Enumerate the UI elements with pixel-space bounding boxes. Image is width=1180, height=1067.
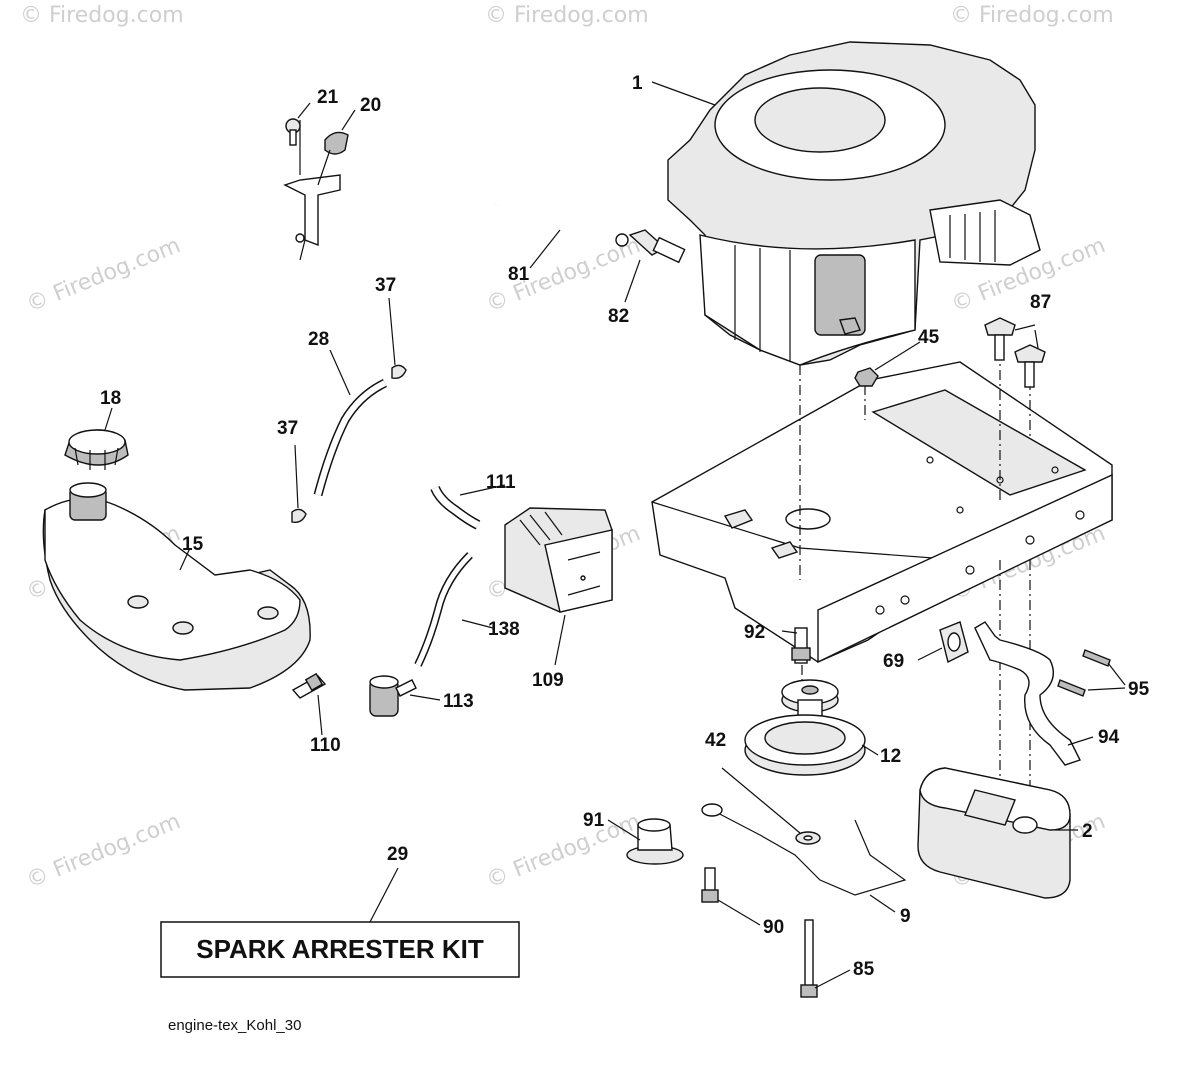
- fuel-shutoff-part[interactable]: [291, 672, 327, 699]
- fuel-filter-part[interactable]: [615, 229, 686, 264]
- throttle-control-part[interactable]: [283, 118, 349, 261]
- callout-111[interactable]: 111: [486, 472, 516, 493]
- callout-21[interactable]: 21: [317, 87, 339, 108]
- gasket-part[interactable]: [939, 621, 969, 664]
- fuel-line-part[interactable]: [494, 196, 628, 242]
- bolt-part[interactable]: [701, 867, 719, 903]
- watermark: © Firedog.com: [23, 233, 184, 317]
- belt-guide-part[interactable]: [701, 803, 907, 896]
- washer-part[interactable]: [795, 831, 821, 845]
- long-bolt-part[interactable]: [800, 919, 818, 998]
- flange-bolt-part[interactable]: [984, 317, 1046, 388]
- watermark: © Firedog.com: [23, 809, 184, 893]
- callout-45[interactable]: 45: [918, 327, 940, 348]
- callout-94[interactable]: 94: [1098, 727, 1120, 748]
- bolt-part[interactable]: [791, 627, 811, 664]
- callout-9[interactable]: 9: [900, 906, 911, 927]
- engine-part[interactable]: [667, 41, 1041, 366]
- exhaust-pipe-part[interactable]: [974, 621, 1081, 766]
- callout-90[interactable]: 90: [763, 917, 784, 938]
- callout-12[interactable]: 12: [880, 746, 901, 767]
- callout-85[interactable]: 85: [853, 959, 875, 980]
- frame-part[interactable]: [651, 361, 1113, 664]
- leader-lines: [104, 81, 1126, 989]
- watermark: © Firedog.com: [20, 3, 184, 28]
- callout-37[interactable]: 37: [375, 275, 396, 296]
- bushing-part[interactable]: [626, 818, 684, 865]
- fuel-hose-part[interactable]: [313, 378, 388, 497]
- callout-20[interactable]: 20: [360, 95, 381, 116]
- callout-15[interactable]: 15: [182, 534, 204, 555]
- engine-pulley-part[interactable]: [744, 679, 866, 776]
- fuel-tank-part[interactable]: [42, 482, 311, 691]
- hose-clamp-part[interactable]: [291, 364, 407, 524]
- diagram-code: engine-tex_Kohl_30: [168, 1017, 301, 1034]
- fuel-cap-part[interactable]: [64, 429, 129, 470]
- callout-37[interactable]: 37: [277, 418, 298, 439]
- callout-92[interactable]: 92: [744, 622, 765, 643]
- callout-109[interactable]: 109: [532, 670, 564, 691]
- callout-69[interactable]: 69: [883, 651, 904, 672]
- screw-part[interactable]: [1057, 649, 1111, 697]
- callout-18[interactable]: 18: [100, 388, 121, 409]
- callout-110[interactable]: 110: [310, 735, 341, 756]
- callout-2[interactable]: 2: [1082, 821, 1093, 842]
- watermark: © Firedog.com: [950, 3, 1114, 28]
- callout-138[interactable]: 138: [488, 619, 520, 640]
- callout-42[interactable]: 42: [705, 730, 726, 751]
- watermark: © Firedog.com: [483, 809, 644, 893]
- callout-1[interactable]: 1: [632, 73, 643, 94]
- callout-82[interactable]: 82: [608, 306, 629, 327]
- watermark: © Firedog.com: [485, 3, 649, 28]
- spark-arrester-kit-label: SPARK ARRESTER KIT: [196, 934, 484, 964]
- callout-81[interactable]: 81: [508, 264, 530, 285]
- callout-113[interactable]: 113: [443, 691, 474, 712]
- canister-part[interactable]: [504, 507, 613, 613]
- callout-29[interactable]: 29: [387, 844, 408, 865]
- muffler-part[interactable]: [917, 767, 1071, 899]
- breather-hose-part[interactable]: [414, 552, 473, 667]
- fuel-fitting-part[interactable]: [369, 675, 417, 717]
- callout-91[interactable]: 91: [583, 810, 605, 831]
- callouts: 1 21 20 37 28 37 18 15 81 82 111 138 109…: [100, 73, 1150, 980]
- nut-part[interactable]: [854, 367, 879, 387]
- vent-hose-part[interactable]: [430, 485, 481, 530]
- spark-arrester-kit-box[interactable]: SPARK ARRESTER KIT: [160, 921, 520, 978]
- callout-95[interactable]: 95: [1128, 679, 1150, 700]
- callout-87[interactable]: 87: [1030, 292, 1051, 313]
- callout-28[interactable]: 28: [308, 329, 329, 350]
